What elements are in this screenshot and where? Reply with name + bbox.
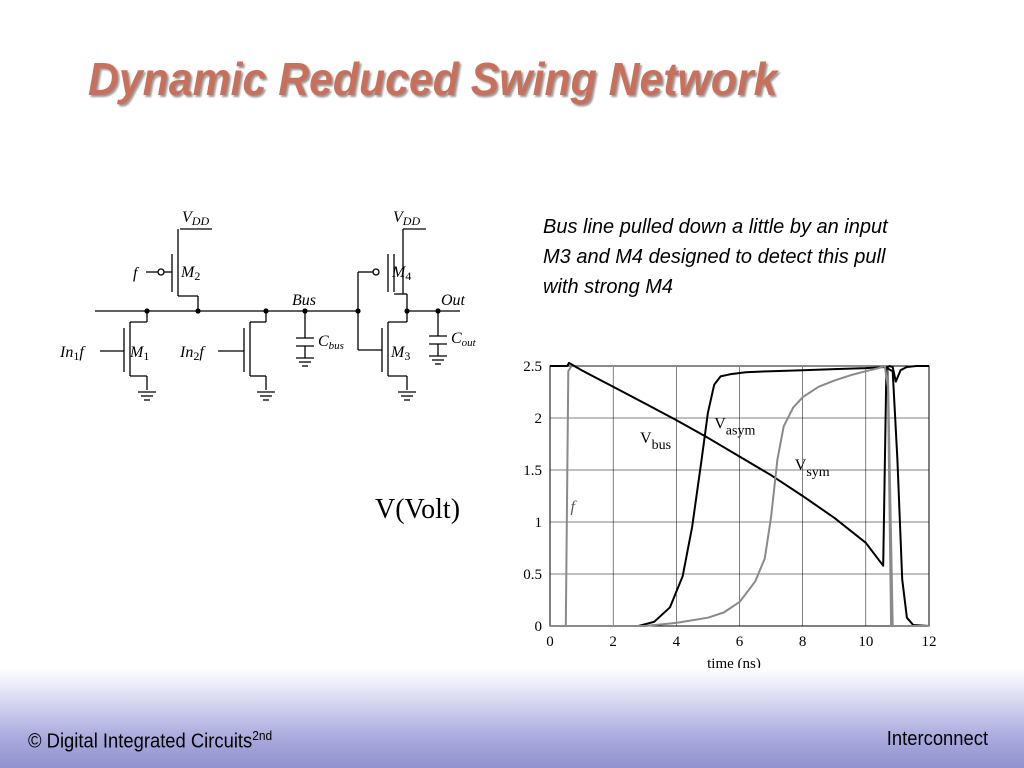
series-label-vsym: Vsym [795, 457, 830, 480]
in2-label: In2f [179, 344, 206, 363]
footer-section: Interconnect [886, 728, 988, 750]
vdd-left-label: VDD [182, 209, 209, 228]
x-tick-label: 6 [736, 634, 744, 650]
y-tick-label: 1 [535, 515, 543, 531]
footer-bar: © Digital Integrated Circuits2nd Interco… [0, 668, 1024, 768]
m2-label: M2 [180, 264, 200, 283]
series-line-vsym [550, 365, 929, 627]
in1-label: In1f [59, 344, 86, 363]
cout-label: Cout [451, 330, 477, 349]
bullet-line-2: M3 and M4 designed to detect this pull [543, 246, 886, 268]
x-tick-label: 2 [609, 634, 617, 650]
y-tick-label: 0.5 [523, 567, 542, 583]
x-tick-label: 4 [673, 634, 681, 650]
x-tick-label: 12 [922, 634, 937, 650]
vdd-right-label: VDD [393, 209, 420, 228]
y-tick-label: 2 [535, 411, 543, 427]
cbus-label: Cbus [318, 333, 344, 352]
m4-label: M4 [391, 264, 411, 283]
series-label-vasym: Vasym [714, 415, 755, 438]
series-label-vbus: Vbus [640, 430, 671, 453]
series-line-vasym [550, 366, 930, 627]
bullet-text: Bus line pulled down a little by an inpu… [543, 212, 1003, 302]
series-line-vbus [550, 361, 929, 567]
x-tick-label: 8 [799, 634, 807, 650]
bus-label: Bus [292, 292, 316, 309]
m1-label: M1 [129, 344, 149, 363]
x-tick-label: 10 [858, 634, 873, 650]
out-label: Out [441, 292, 466, 309]
y-tick-label: 2.5 [523, 360, 542, 375]
y-tick-label: 0 [535, 619, 543, 635]
series-line-f [550, 365, 929, 627]
slide-title: Dynamic Reduced Swing Network [88, 53, 778, 105]
y-axis-big-label: V(Volt) [375, 494, 461, 525]
m3-label: M3 [390, 344, 410, 363]
circuit-schematic: VDD VDD f M2 M4 Bus Out Cbus Cout In1f M… [59, 209, 477, 401]
x-tick-label: 0 [546, 634, 554, 650]
bullet-line-3: with strong M4 [543, 276, 674, 298]
bullet-line-1: Bus line pulled down a little by an inpu… [543, 216, 888, 238]
y-tick-label: 1.5 [523, 463, 542, 479]
f-left-label: f [133, 265, 140, 282]
footer-copyright: © Digital Integrated Circuits2nd [28, 728, 273, 753]
series-label-f: f [571, 499, 578, 516]
